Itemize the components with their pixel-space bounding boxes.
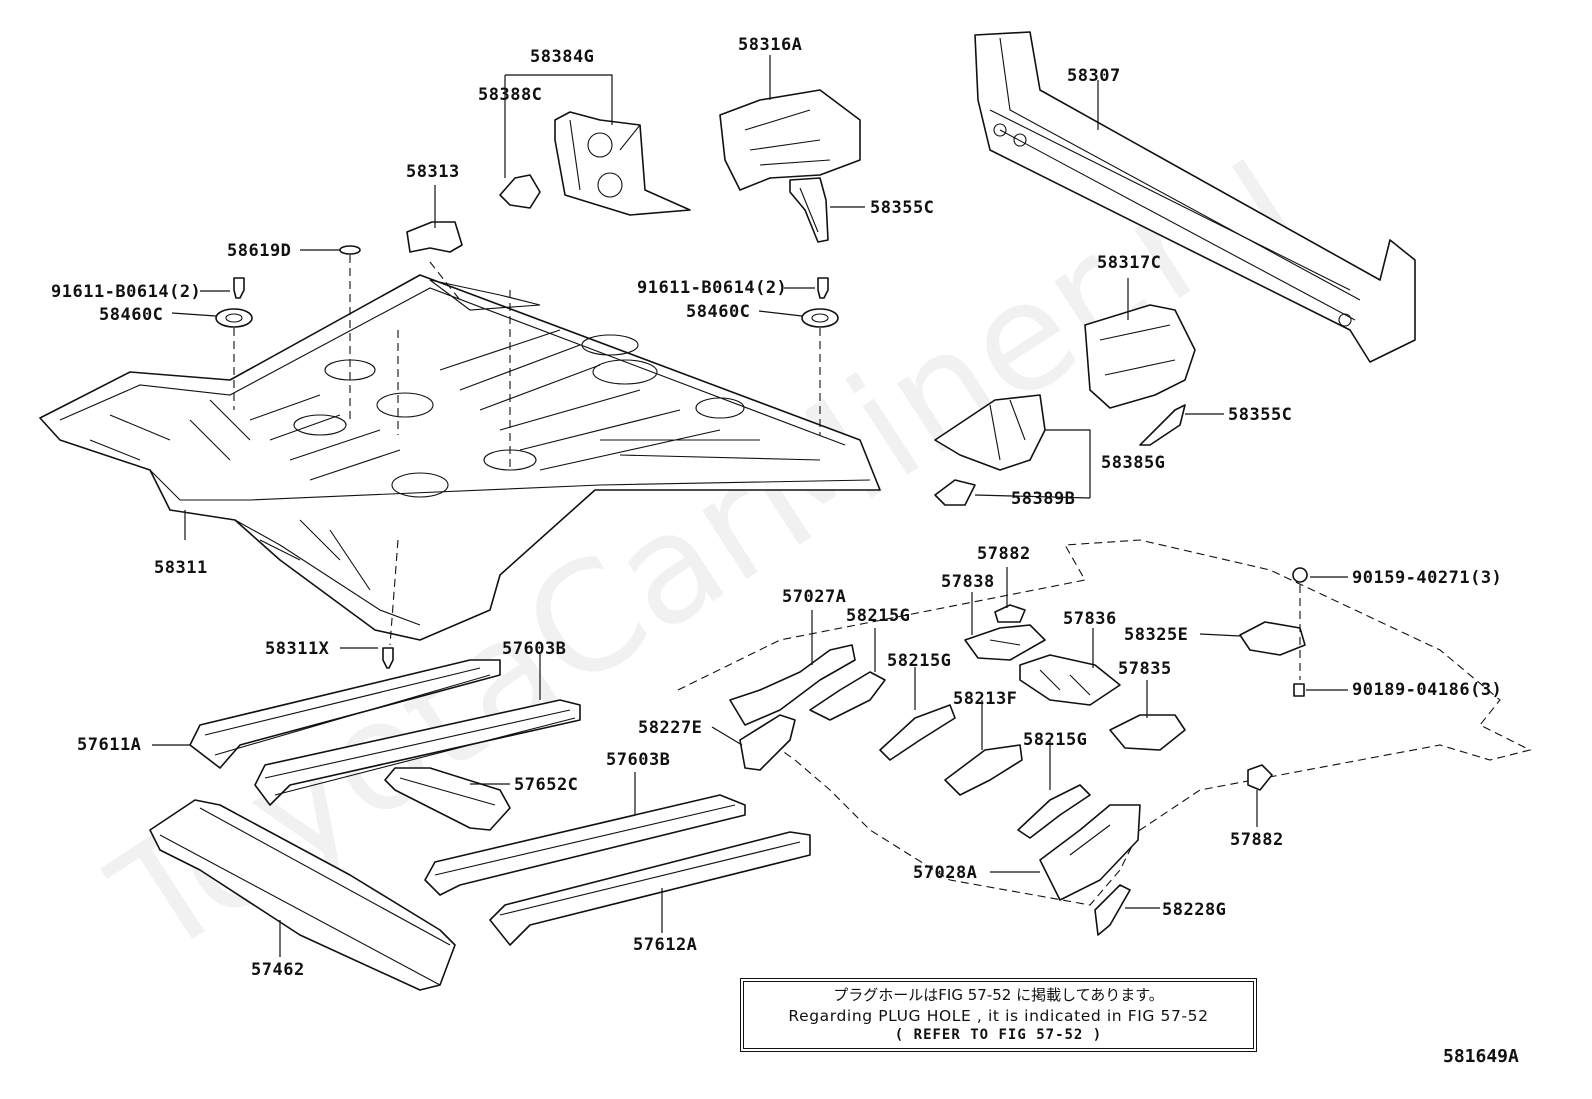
label-58460C-left: 58460C [99, 305, 163, 325]
member-57462 [149, 799, 456, 991]
bolt-58311X [382, 647, 394, 669]
nut-58460C-left [215, 308, 253, 328]
bracket-58228G [1094, 884, 1131, 936]
bracket-58385G [934, 394, 1046, 471]
label-58215G-2: 58215G [887, 651, 951, 671]
dashed-outline-lower-right [677, 539, 1532, 906]
rail-57603B-1 [254, 699, 581, 806]
bracket-58384G [554, 111, 691, 216]
label-58307: 58307 [1067, 66, 1121, 86]
bracket-57838 [964, 624, 1046, 661]
bracket-57882-bottom [1247, 764, 1273, 791]
label-57027A: 57027A [782, 587, 846, 607]
label-58388C: 58388C [478, 85, 542, 105]
label-90189: 90189-04186(3) [1352, 680, 1502, 700]
label-58311X: 58311X [265, 639, 330, 659]
note-english: Regarding PLUG HOLE , it is indicated in… [788, 1007, 1209, 1025]
diagram-code: 581649A [1443, 1046, 1519, 1067]
bracket-57028A [1039, 804, 1141, 901]
label-57603B-2: 57603B [606, 750, 670, 770]
rail-57612A [489, 831, 811, 946]
label-58619D: 58619D [227, 241, 291, 261]
label-57882-top: 57882 [977, 544, 1031, 564]
bracket-58388C [499, 174, 541, 209]
label-58355C-right: 58355C [1228, 405, 1292, 425]
label-58355C-top: 58355C [870, 198, 934, 218]
label-58215G-3: 58215G [1023, 730, 1087, 750]
bracket-57836 [1019, 654, 1121, 706]
rocker-panel-58307 [974, 31, 1416, 363]
label-58227E: 58227E [638, 718, 702, 738]
bracket-58215G-2 [879, 704, 956, 761]
label-57462: 57462 [251, 960, 305, 980]
clip-90159 [1292, 567, 1308, 583]
label-91611-right: 91611-B0614(2) [637, 278, 787, 298]
nut-90189 [1293, 683, 1305, 697]
bracket-58316A [719, 89, 861, 191]
bracket-58215G-3 [1017, 784, 1091, 839]
label-57836: 57836 [1063, 609, 1117, 629]
nut-58460C-right [801, 308, 839, 328]
label-57611A: 57611A [77, 735, 141, 755]
fastener-dashed-lines [233, 255, 1301, 680]
label-57028A: 57028A [913, 863, 977, 883]
label-58389B: 58389B [1011, 489, 1075, 509]
bracket-58325E [1239, 621, 1306, 656]
rail-57603B-2 [424, 794, 746, 896]
plug-58619D [339, 245, 361, 255]
bracket-57835 [1109, 714, 1186, 751]
plug-hole-note-box: プラグホールはFIG 57-52 に掲載してあります。 Regarding PL… [740, 978, 1257, 1052]
label-58384G: 58384G [530, 47, 594, 67]
label-57652C: 57652C [514, 775, 578, 795]
bracket-57882-top [994, 604, 1026, 623]
label-58316A: 58316A [738, 35, 802, 55]
bracket-58317C [1084, 304, 1196, 409]
bolt-91611-right [817, 277, 829, 299]
label-91611-left: 91611-B0614(2) [51, 282, 201, 302]
floor-pan-58311 [39, 274, 881, 641]
label-57612A: 57612A [633, 935, 697, 955]
rail-57611A [189, 659, 501, 769]
label-57835: 57835 [1118, 659, 1172, 679]
label-58215G-1: 58215G [846, 606, 910, 626]
label-58313: 58313 [406, 162, 460, 182]
bracket-57027A [729, 644, 856, 726]
label-57603B-1: 57603B [502, 639, 566, 659]
bracket-58213F [944, 744, 1023, 796]
label-58325E: 58325E [1124, 625, 1188, 645]
bracket-58355C-right [1139, 404, 1186, 446]
label-58460C-right: 58460C [686, 302, 750, 322]
bolt-91611-left [233, 277, 245, 299]
bracket-58313 [406, 221, 463, 253]
bracket-58227E [739, 714, 796, 771]
label-58213F: 58213F [953, 689, 1017, 709]
label-90159: 90159-40271(3) [1352, 568, 1502, 588]
part-labels: 58384G 58388C 58316A 58307 58313 58355C … [51, 35, 1502, 980]
label-58385G: 58385G [1101, 453, 1165, 473]
bracket-58215G-1 [809, 671, 886, 721]
leader-lines [152, 55, 1348, 957]
label-57838: 57838 [941, 572, 995, 592]
note-refer: ( REFER TO FIG 57-52 ) [894, 1027, 1103, 1043]
bracket-58389B [934, 479, 976, 506]
bracket-58355C-top [789, 177, 829, 243]
label-57882-bottom: 57882 [1230, 830, 1284, 850]
label-58311: 58311 [154, 558, 208, 578]
label-58317C: 58317C [1097, 253, 1161, 273]
note-japanese: プラグホールはFIG 57-52 に掲載してあります。 [833, 986, 1164, 1004]
label-58228G: 58228G [1162, 900, 1226, 920]
